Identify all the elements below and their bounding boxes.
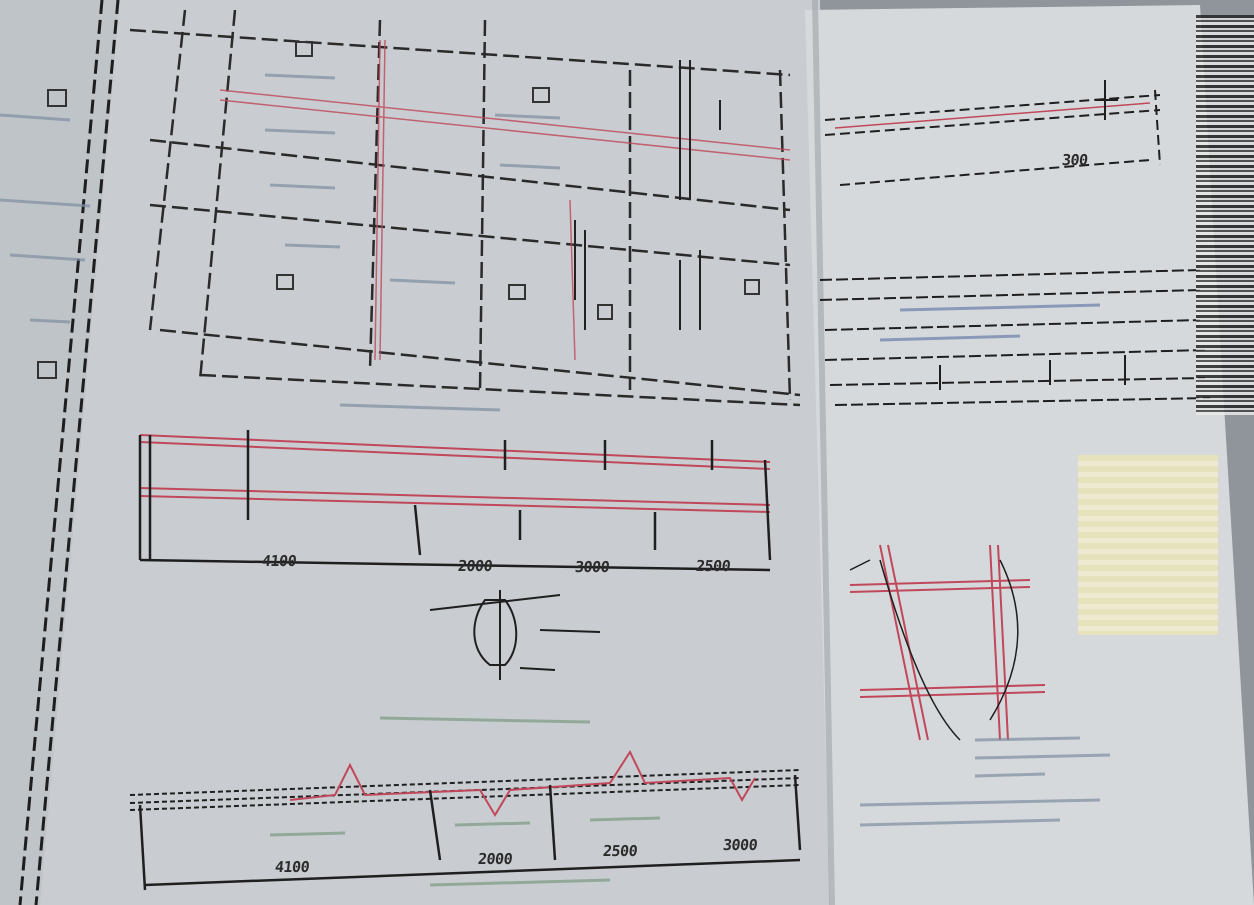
barcode-strip <box>1196 15 1254 415</box>
right-grid-detail <box>849 544 1111 827</box>
sticky-note-area <box>1078 455 1218 635</box>
dim-right-detail: 300 <box>1061 151 1089 169</box>
dim-beam-a-span2: 2000 <box>457 557 494 575</box>
dim-beam-a-span4: 2500 <box>695 557 732 575</box>
dim-beam-b-span3: 2500 <box>602 842 639 860</box>
dim-beam-a-span3: 3000 <box>574 558 611 576</box>
dim-beam-b-span2: 2000 <box>477 850 514 868</box>
beam-elevation-b <box>129 749 802 891</box>
right-top-detail <box>824 80 1161 186</box>
dim-beam-b-span1: 4100 <box>274 858 311 876</box>
dim-beam-a-span1: 4100 <box>261 552 298 570</box>
dim-beam-b-span4: 3000 <box>722 836 759 854</box>
section-detail <box>429 590 601 680</box>
right-table <box>819 269 1211 406</box>
beam-elevation-a <box>138 430 772 572</box>
